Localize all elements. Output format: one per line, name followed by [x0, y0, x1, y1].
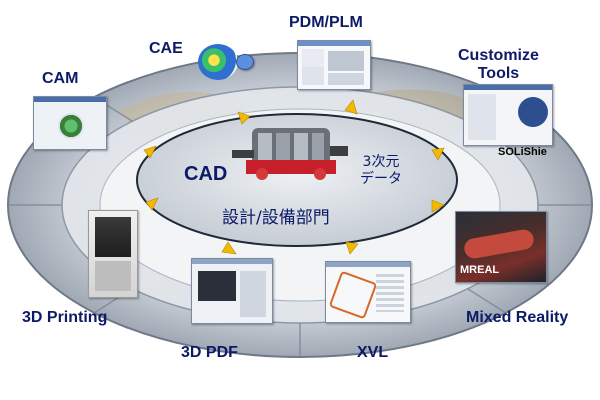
3d-pdf-screenshot [191, 258, 273, 324]
label-xvl: XVL [357, 344, 389, 361]
label-3d-printing: 3D Printing [22, 309, 108, 326]
mixed-reality-image [455, 211, 547, 283]
arrow-cam [143, 145, 157, 159]
customize-tools-screenshot [463, 84, 553, 146]
arrow-pdm [344, 99, 358, 115]
3d-printer-image [88, 210, 138, 298]
label-3d-pdf: 3D PDF [181, 344, 238, 361]
label-pdm-plm: PDM/PLM [289, 14, 363, 31]
gearbox-image [232, 128, 348, 180]
cae-small-disk [236, 54, 254, 70]
arrow-pdf [221, 241, 237, 255]
label-customize-tools: Customize Tools [458, 47, 539, 82]
pdm-screenshot [297, 40, 371, 90]
caption-mreal: MREAL [460, 264, 500, 276]
label-cam: CAM [42, 70, 79, 87]
arrow-customize [431, 147, 445, 161]
arrow-cae [237, 111, 251, 125]
center-ellipse [136, 113, 458, 247]
arrow-mixed [431, 199, 445, 213]
arrow-printing [145, 197, 159, 211]
xvl-screenshot [325, 261, 411, 323]
center-department-label: 設計/設備部門 [222, 208, 330, 228]
caption-solishie: SOLiShie [498, 146, 547, 158]
label-mixed-reality: Mixed Reality [466, 309, 569, 326]
cam-screenshot [33, 96, 107, 150]
center-3d-data-label: 3次元 データ [360, 154, 402, 187]
cae-screenshot [198, 44, 238, 80]
arrow-xvl [345, 241, 359, 255]
label-cae: CAE [149, 40, 183, 57]
center-cad-label: CAD [184, 163, 228, 185]
